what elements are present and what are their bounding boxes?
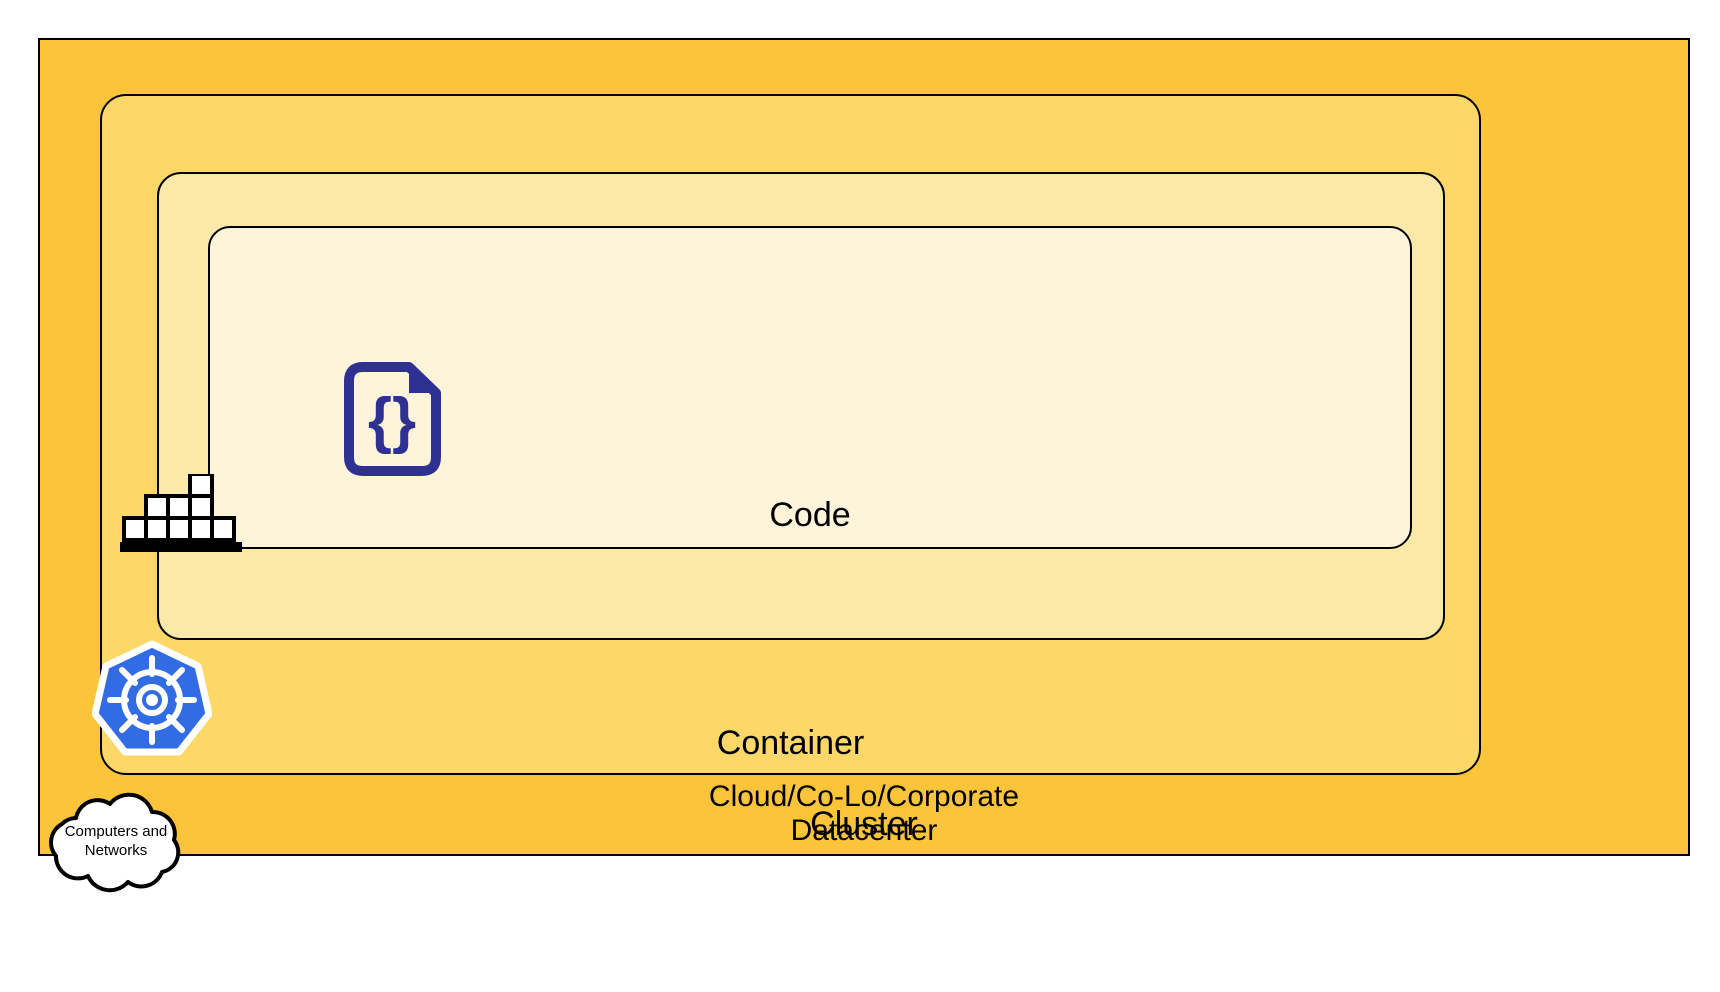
layer-cluster-label: Cluster bbox=[810, 804, 918, 843]
container-blocks-icon bbox=[120, 474, 242, 552]
layer-datacenter-label: Cloud/Co-Lo/Corporate Datacenter bbox=[708, 779, 1020, 847]
computers-and-networks-callout[interactable]: Computers and Networks bbox=[32, 782, 200, 900]
cloud-shape-icon bbox=[49, 792, 181, 893]
layer-container-label: Container bbox=[716, 723, 865, 762]
layer-cluster[interactable]: Code {} Container bbox=[100, 94, 1481, 775]
code-file-icon: {} bbox=[344, 362, 441, 476]
svg-text:{}: {} bbox=[368, 386, 416, 455]
layer-code-label: Code bbox=[769, 495, 851, 534]
layer-datacenter[interactable]: Code {} Container bbox=[38, 38, 1690, 893]
kubernetes-icon bbox=[92, 640, 212, 756]
layer-container[interactable]: Code {} bbox=[157, 172, 1445, 640]
